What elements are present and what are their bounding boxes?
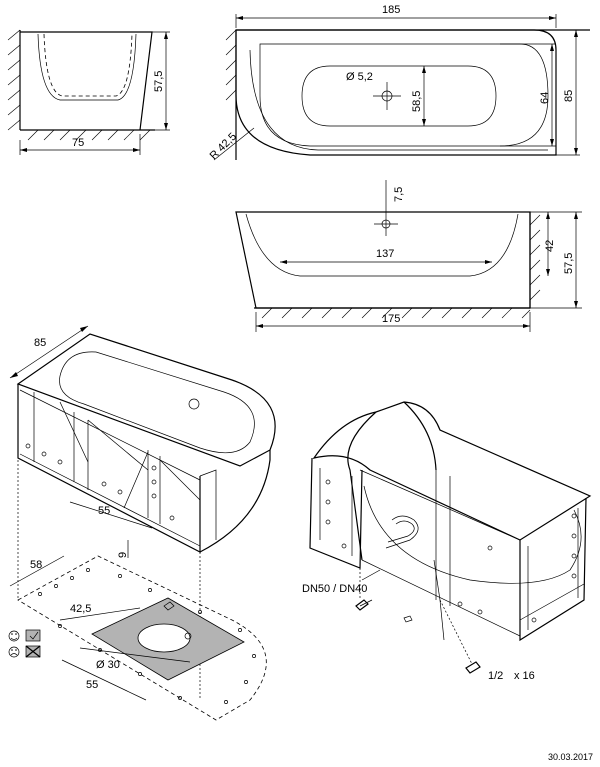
floor-hole <box>137 623 191 653</box>
radius-label: R 42,5 <box>208 131 239 162</box>
side-inner-height-label: 42 <box>544 240 556 252</box>
sad-face-icon <box>8 646 20 658</box>
top-length-label: 185 <box>382 4 400 16</box>
connector-qty-label: x 16 <box>514 670 535 682</box>
overflow-height-label: 7,5 <box>393 187 405 202</box>
floor-ok-icon <box>25 629 41 642</box>
frame-holes <box>25 443 175 521</box>
frame-span-label: 55 <box>98 505 110 517</box>
happy-face-icon <box>8 630 20 642</box>
drain-diameter-label: Ø 5,2 <box>346 71 373 83</box>
side-view: 7,5 137 42 57,5 175 <box>235 180 582 332</box>
basin-length-label: 137 <box>376 248 394 260</box>
front-view: 75 57,5 <box>7 29 170 155</box>
floor-anchor-points <box>38 568 256 704</box>
drawing-date: 30.03.2017 <box>548 752 593 762</box>
floor-offset-label: 42,5 <box>70 603 91 615</box>
base-length-label: 175 <box>382 313 400 325</box>
front-width-label: 75 <box>72 137 84 149</box>
floor-crossed-icon <box>25 645 41 658</box>
installation-icons <box>8 629 41 658</box>
connector-size-label: 1/2 <box>488 670 503 682</box>
floor-offset-2-label: 55 <box>86 679 98 691</box>
floor-plan: 58 42,5 Ø 30 55 <box>9 555 267 721</box>
front-height-label: 57,5 <box>153 71 165 92</box>
outer-depth-label: 85 <box>563 90 575 102</box>
top-view: Ø 5,2 58,5 185 64 85 R 42,5 <box>208 4 590 162</box>
drain-type-label: DN50 / DN40 <box>302 583 367 595</box>
floor-hole-diameter-label: Ø 30 <box>96 659 120 671</box>
underside-view: DN50 / DN40 1/2 x 16 <box>302 401 592 682</box>
iso-depth-label: 85 <box>34 337 46 349</box>
inner-depth-label: 64 <box>539 92 551 104</box>
isometric-view: 85 55 9 <box>9 325 276 700</box>
underside-holes <box>325 479 577 623</box>
side-outer-height-label: 57,5 <box>563 253 575 274</box>
floor-depth-label: 58 <box>30 559 42 571</box>
connector-part <box>465 661 481 674</box>
basin-width-label: 58,5 <box>411 91 423 112</box>
frame-gap-label: 9 <box>117 552 129 558</box>
drain-pipe-part <box>355 599 369 611</box>
